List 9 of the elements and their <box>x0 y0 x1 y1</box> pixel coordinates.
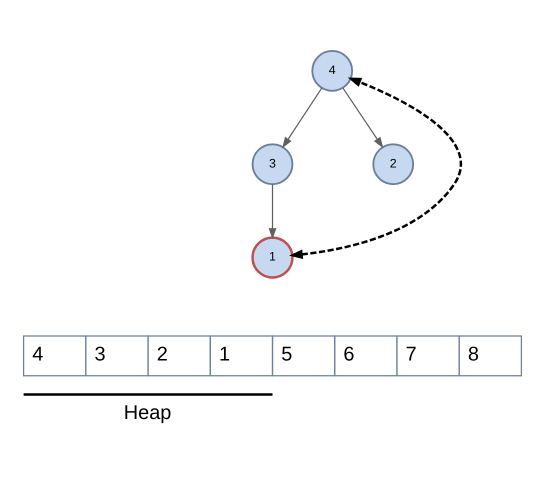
label: 7 <box>406 343 417 366</box>
label: Heap <box>124 402 172 424</box>
label: 2 <box>156 343 168 366</box>
label: 3 <box>94 343 106 366</box>
label: 4 <box>32 343 44 366</box>
label: 1 <box>218 343 230 366</box>
label: 6 <box>343 343 355 366</box>
label: 8 <box>468 343 479 366</box>
label: 5 <box>281 343 292 366</box>
